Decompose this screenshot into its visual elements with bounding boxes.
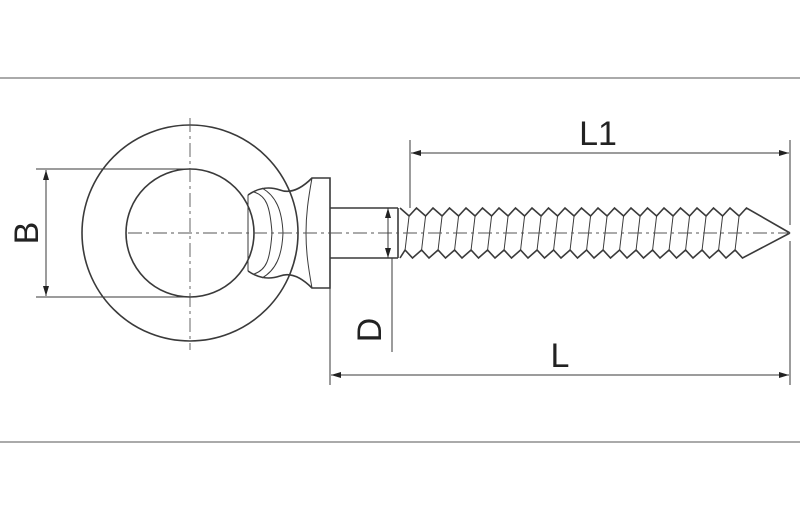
dimension-label-d: D — [351, 318, 389, 343]
dimension-l1 — [409, 140, 791, 225]
dimension-b — [36, 168, 190, 298]
thread-top-profile — [399, 206, 791, 234]
dimension-label-b: B — [8, 222, 46, 245]
dimension-d — [385, 208, 393, 352]
threaded-section — [399, 206, 791, 260]
thread-bottom-profile — [399, 232, 791, 260]
thread-crest-line — [718, 215, 724, 251]
dimension-label-l1: L1 — [579, 115, 617, 153]
dimension-label-l: L — [551, 337, 570, 375]
dimension-l — [329, 241, 791, 385]
